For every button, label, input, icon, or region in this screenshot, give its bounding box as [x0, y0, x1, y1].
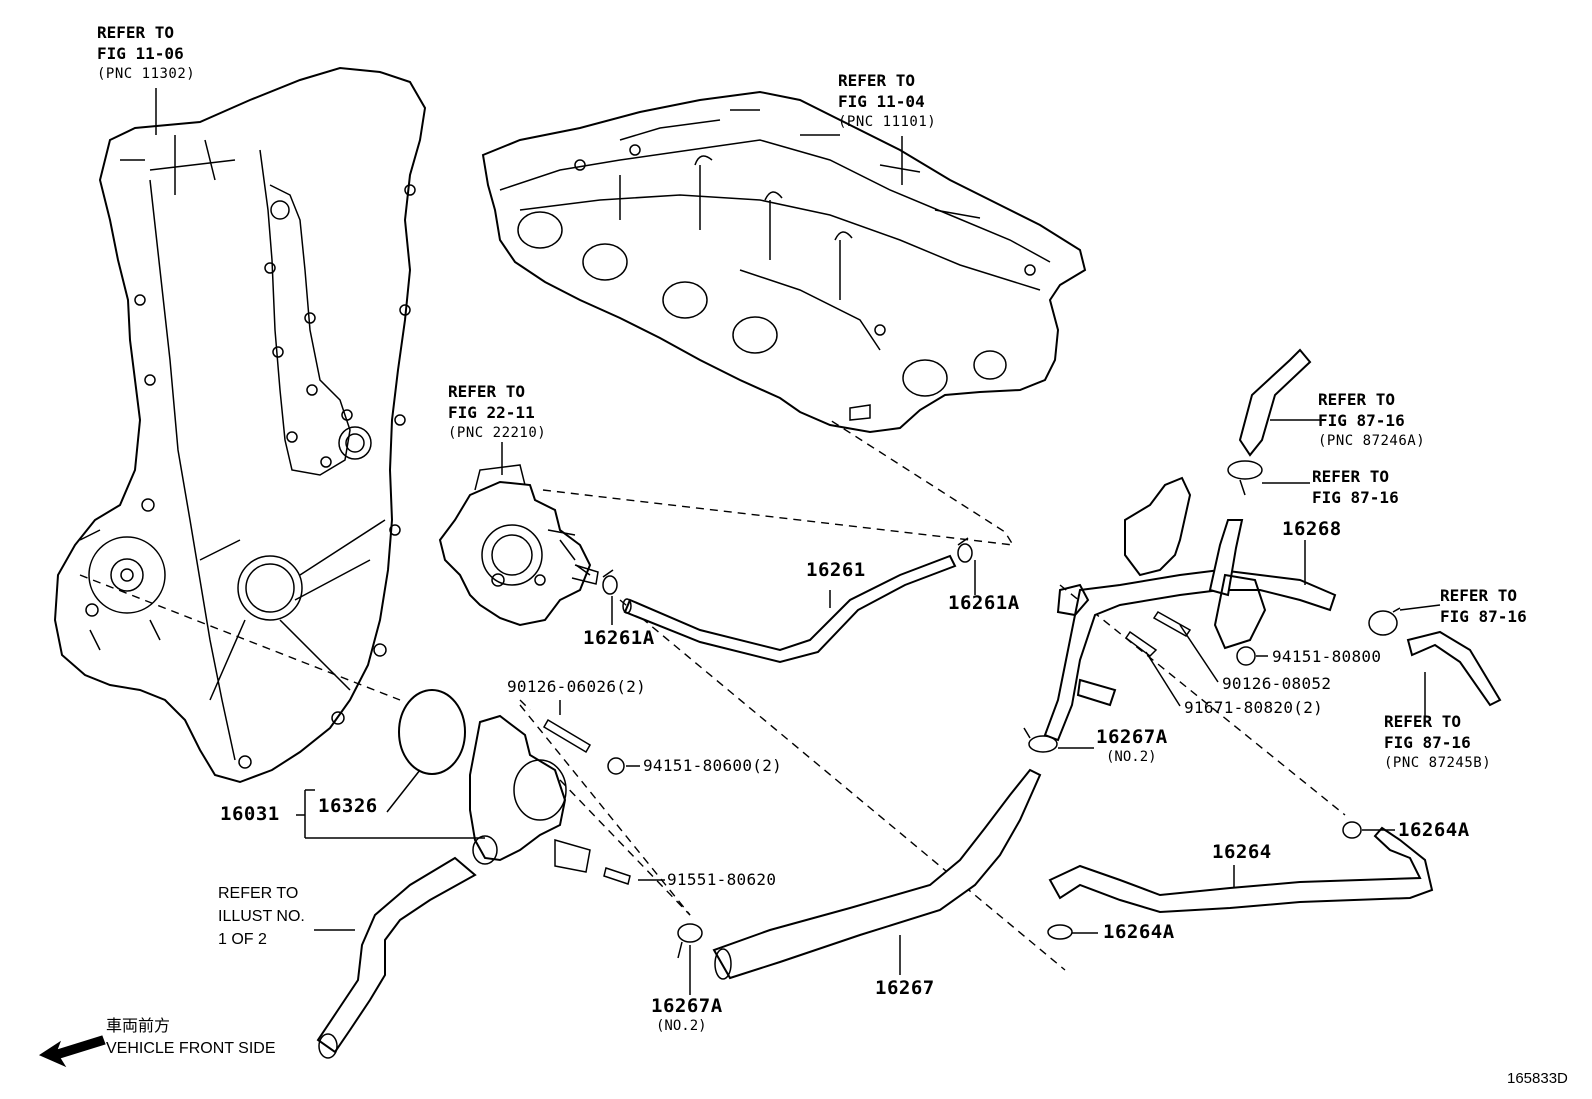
timing-cover-drawing [53, 66, 427, 784]
ref-line: REFER TO [97, 23, 175, 42]
ref-line: REFER TO [218, 885, 299, 902]
throttle-body-drawing [438, 464, 599, 627]
clamp-16264A-left [1047, 924, 1073, 940]
part-90126-06026: 90126-06026(2) [507, 677, 647, 696]
clamp-16261A-left [602, 569, 618, 595]
ref-line: FIG 22-11 [448, 403, 535, 422]
part-91551-80620: 91551-80620 [667, 870, 777, 889]
ref-pnc: (PNC 11302) [97, 66, 196, 82]
cylinder-head-drawing [481, 90, 1087, 434]
ref-clamp-upper: REFER TO FIG 87-16 [1312, 466, 1399, 508]
part-16268: 16268 [1282, 518, 1342, 540]
hose-16261 [622, 554, 957, 664]
ref-line: REFER TO [1318, 390, 1396, 409]
hose-87245B [1406, 630, 1502, 707]
ref-line: ILLUST NO. [218, 908, 305, 925]
ref-line: REFER TO [1440, 586, 1518, 605]
ref-line: REFER TO [1312, 467, 1390, 486]
hose-16267 [712, 768, 1042, 980]
ref-pnc: (PNC 87246A) [1318, 433, 1426, 449]
ref-line: REFER TO [838, 71, 916, 90]
part-16264A-left: 16264A [1103, 921, 1175, 943]
ref-radiator-hose: REFER TO ILLUST NO. 1 OF 2 [218, 882, 305, 951]
clamp-16267A-upper [1023, 727, 1058, 753]
clamp-16267A-lower [677, 923, 703, 959]
part-16267A-lower: 16267A [651, 995, 723, 1017]
ref-throttle-body: REFER TO FIG 22-11 (PNC 22210) [448, 381, 546, 444]
hose-87246A [1238, 348, 1312, 457]
ref-line: FIG 87-16 [1384, 733, 1471, 752]
part-16267A-upper-note: (NO.2) [1106, 749, 1157, 765]
clamp-16261A-right [957, 537, 973, 563]
nut-94151-80800 [1236, 646, 1256, 666]
ref-pnc: (PNC 11101) [838, 114, 937, 130]
part-94151-80800: 94151-80800 [1272, 647, 1382, 666]
part-16264: 16264 [1212, 841, 1272, 863]
ref-pnc: (PNC 22210) [448, 425, 547, 441]
part-91671-80820: 91671-80820(2) [1184, 698, 1324, 717]
hose-16264 [1048, 826, 1434, 914]
bolt-91671-80820 [1124, 630, 1158, 657]
bolt-91551-80620 [603, 867, 631, 885]
ref-line: 1 OF 2 [218, 931, 267, 948]
ref-line: FIG 11-06 [97, 44, 184, 63]
part-94151-80600: 94151-80600(2) [643, 756, 783, 775]
ref-line: REFER TO [1384, 712, 1462, 731]
vehicle-front-jp: 車両前方 [106, 1018, 171, 1035]
radiator-hose-ref [316, 856, 477, 1059]
vehicle-front-arrow-icon [38, 1035, 106, 1068]
part-16267A-upper: 16267A [1096, 726, 1168, 748]
ref-clamp-right: REFER TO FIG 87-16 [1440, 585, 1527, 627]
bolt-90126-08052 [1152, 611, 1192, 637]
ref-line: FIG 87-16 [1318, 411, 1405, 430]
part-16267A-lower-note: (NO.2) [656, 1018, 707, 1034]
vehicle-front-label: 車両前方 VEHICLE FRONT SIDE [106, 1016, 276, 1060]
part-16261A-right: 16261A [948, 592, 1020, 614]
part-16264A-right: 16264A [1398, 819, 1470, 841]
ref-line: FIG 11-04 [838, 92, 925, 111]
ref-timing-cover: REFER TO FIG 11-06 (PNC 11302) [97, 22, 195, 85]
clamp-87-16-right [1368, 607, 1401, 636]
vehicle-front-en: VEHICLE FRONT SIDE [106, 1040, 276, 1057]
ref-hose-upper: REFER TO FIG 87-16 (PNC 87246A) [1318, 389, 1425, 452]
stud-90126-06026 [542, 718, 592, 754]
part-16261A-left: 16261A [583, 627, 655, 649]
ref-line: REFER TO [448, 382, 526, 401]
ref-line: FIG 87-16 [1312, 488, 1399, 507]
figure-id: 165833D [1507, 1070, 1568, 1087]
clamp-87-16-upper [1227, 460, 1263, 496]
nut-94151-80600 [607, 757, 625, 775]
part-16326: 16326 [318, 795, 378, 817]
ref-cylinder-head: REFER TO FIG 11-04 (PNC 11101) [838, 70, 936, 133]
clamp-16264A-right [1342, 821, 1362, 839]
part-16261: 16261 [806, 559, 866, 581]
part-16267: 16267 [875, 977, 935, 999]
ref-hose-right: REFER TO FIG 87-16 (PNC 87245B) [1384, 711, 1491, 774]
ref-line: FIG 87-16 [1440, 607, 1527, 626]
part-16031: 16031 [220, 803, 280, 825]
part-90126-08052: 90126-08052 [1222, 674, 1332, 693]
ref-pnc: (PNC 87245B) [1384, 755, 1492, 771]
water-outlet-16031 [398, 689, 591, 873]
